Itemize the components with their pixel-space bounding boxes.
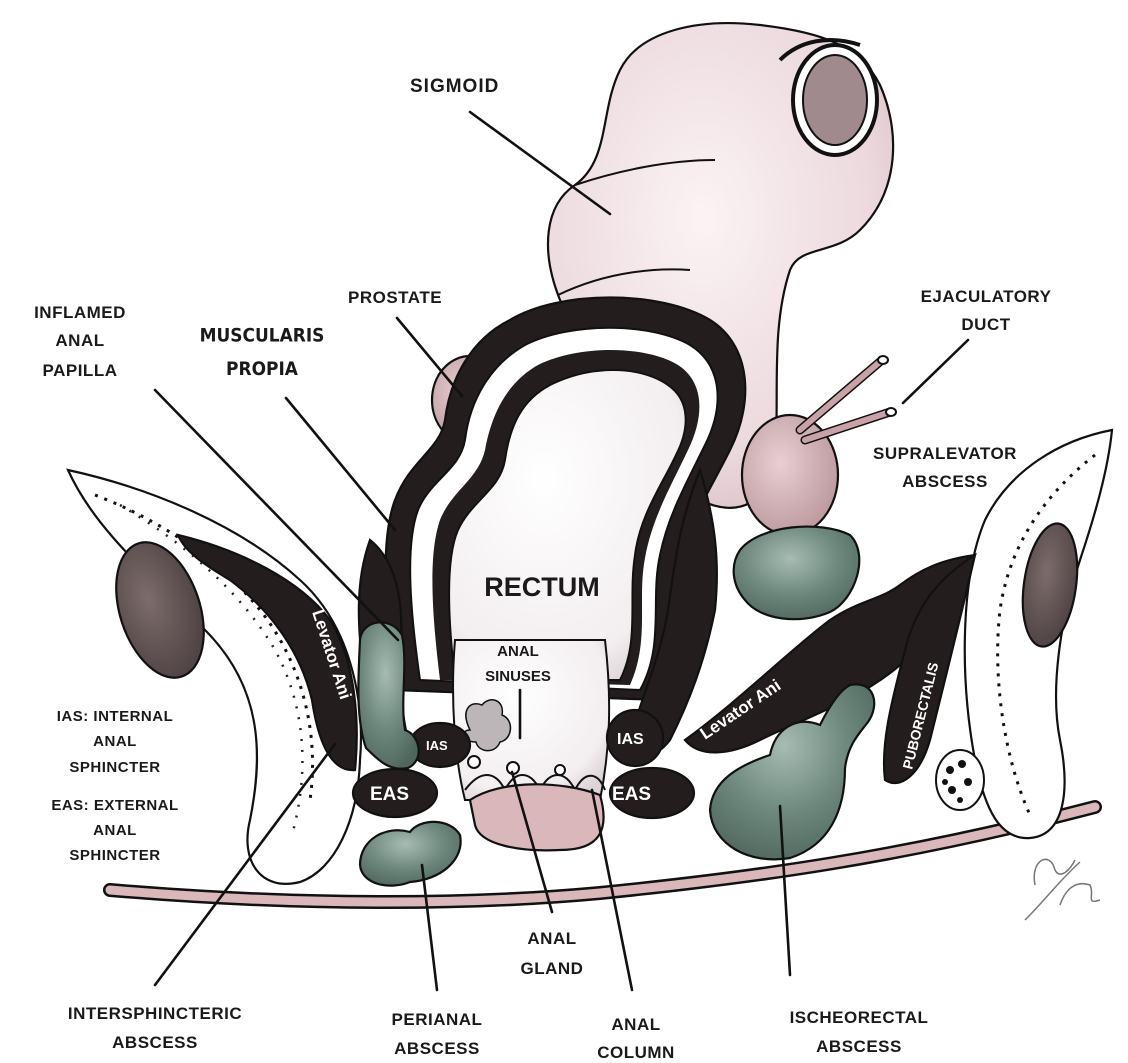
artist-signature (1025, 859, 1100, 920)
ias-definition-1: IAS: INTERNAL (57, 708, 174, 725)
ias-left-label: IAS (426, 738, 448, 753)
eas-right-label: EAS (612, 784, 651, 805)
inflamed-papilla-label-3: PAPILLA (43, 361, 118, 380)
perianal-label-2: ABSCESS (394, 1039, 480, 1058)
prostate-label: PROSTATE (348, 288, 442, 307)
eas-definition-3: SPHINCTER (69, 847, 160, 864)
anal-gland-label-2: GLAND (521, 959, 584, 978)
sigmoid-label: SIGMOID (410, 76, 499, 97)
supralevator-label-1: SUPRALEVATOR (873, 444, 1017, 463)
perianal-abscess (360, 822, 461, 886)
ejaculatory-duct-label-1: EJACULATORY (921, 287, 1052, 306)
ischeorectal-label-2: ABSCESS (816, 1037, 902, 1056)
anal-column-label-1: ANAL (611, 1015, 660, 1034)
anal-canal (453, 640, 609, 800)
anal-column-label-2: COLUMN (597, 1043, 675, 1062)
anal-sinuses-label-2: SINUSES (485, 668, 551, 685)
eas-left-label: EAS (370, 784, 409, 805)
ias-definition-2: ANAL (93, 733, 137, 750)
supralevator-abscess (734, 527, 860, 620)
ejaculatory-duct-label-2: DUCT (961, 315, 1010, 334)
ias-definition-3: SPHINCTER (69, 759, 160, 776)
inflamed-papilla-label-2: ANAL (55, 331, 104, 350)
intersphincteric-label-2: ABSCESS (112, 1033, 198, 1052)
muscularis-label-1: MUSCULARIS (200, 325, 325, 347)
perianal-label-1: PERIANAL (392, 1010, 483, 1029)
eas-definition-1: EAS: EXTERNAL (51, 797, 178, 814)
ias-right-label: IAS (617, 731, 644, 748)
inflamed-papilla-label-1: INFLAMED (34, 303, 126, 322)
eas-definition-2: ANAL (93, 822, 137, 839)
rectum-label: RECTUM (484, 572, 600, 602)
intersphincteric-label-1: INTERSPHINCTERIC (68, 1004, 242, 1023)
muscularis-label-2: PROPIA (226, 358, 298, 380)
anal-gland-label-1: ANAL (527, 929, 576, 948)
anal-sinuses-label-1: ANAL (497, 643, 539, 660)
anal-verge (470, 784, 604, 850)
right-pelvic-wall (936, 430, 1112, 838)
ischeorectal-label-1: ISCHEORECTAL (790, 1008, 929, 1027)
supralevator-label-2: ABSCESS (902, 472, 988, 491)
